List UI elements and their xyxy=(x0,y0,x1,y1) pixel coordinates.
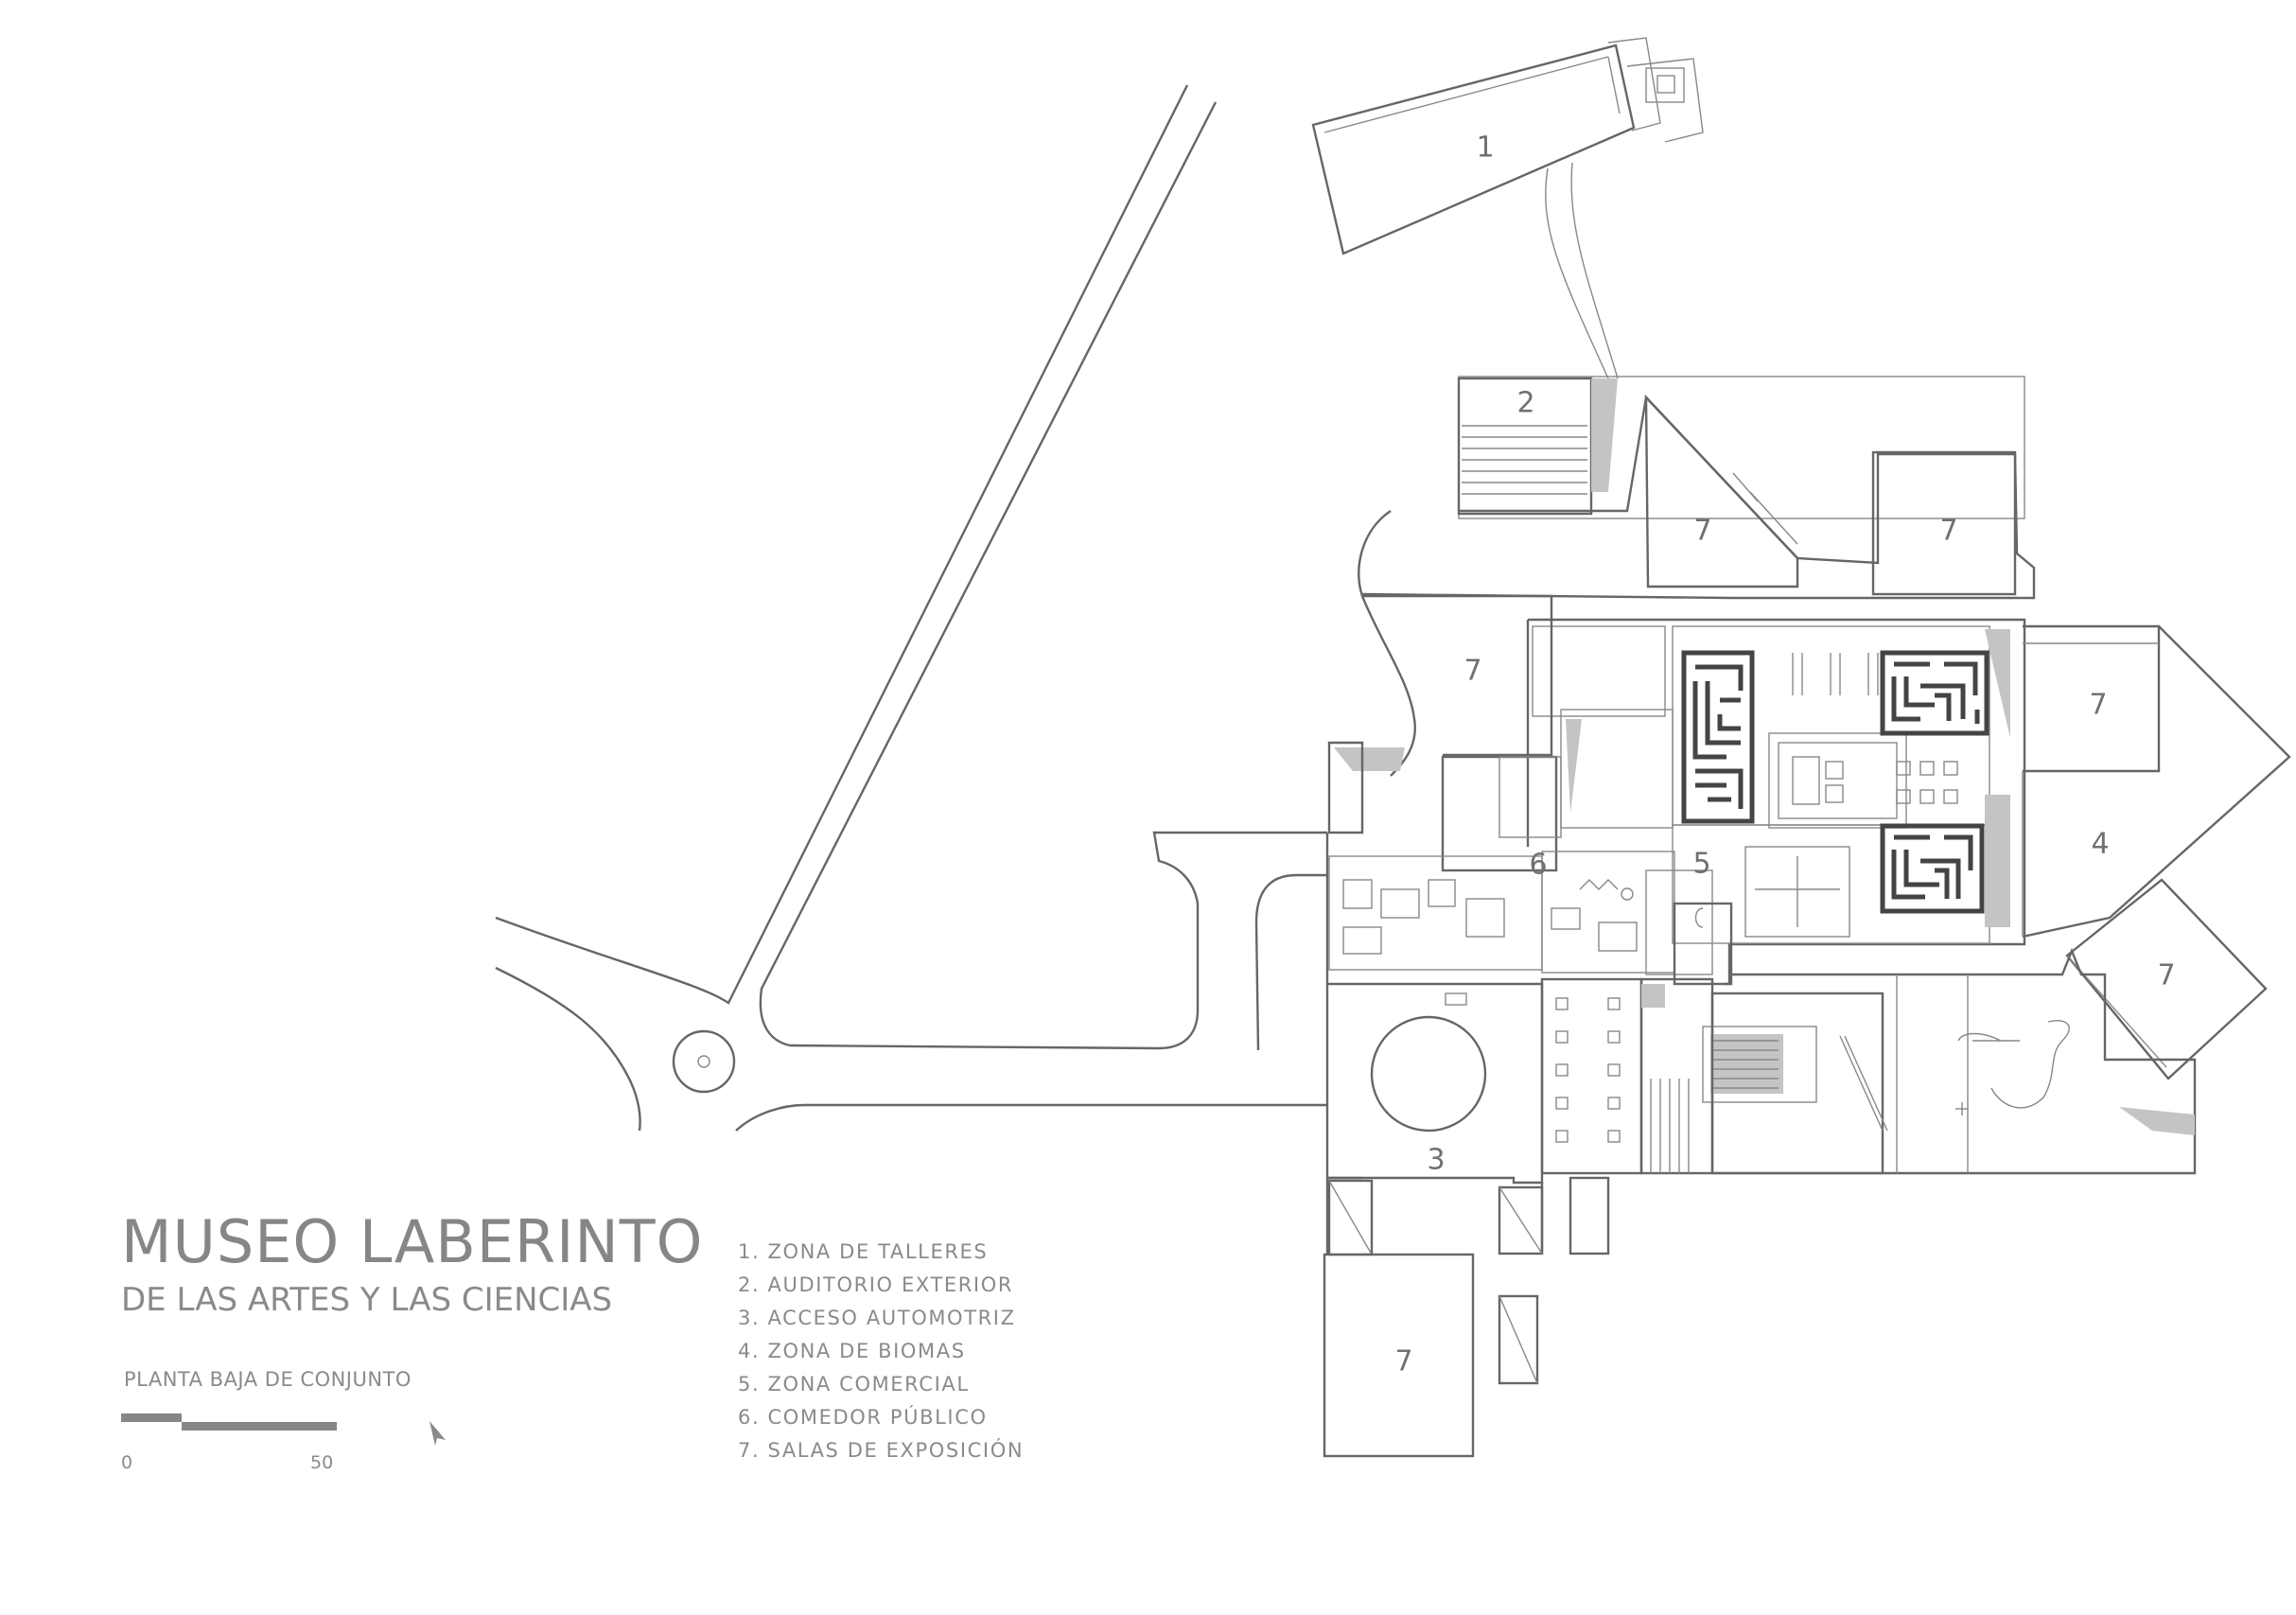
legend-item: 1. ZONA DE TALLERES xyxy=(738,1240,989,1263)
plan-subtitle: PLANTA BAJA DE CONJUNTO xyxy=(124,1368,412,1391)
zone-label-sala-w: 7 xyxy=(1463,655,1481,688)
main-complex-outline xyxy=(1323,394,2291,1458)
zone-label-biomas: 4 xyxy=(2091,828,2109,861)
legend-item: 2. AUDITORIO EXTERIOR xyxy=(738,1273,1014,1296)
zone-label-talleres: 1 xyxy=(1476,132,1494,165)
legend-item: 7. SALAS DE EXPOSICIÓN xyxy=(738,1439,1025,1462)
scale-bar xyxy=(121,1413,337,1432)
maze-nw xyxy=(1681,650,1755,824)
legend-item: 4. ZONA DE BIOMAS xyxy=(738,1340,966,1362)
scale-bar-segment-1 xyxy=(121,1413,182,1422)
zone-label-sala-nw-triangle: 7 xyxy=(1693,515,1711,548)
legend-item: 5. ZONA COMERCIAL xyxy=(738,1373,970,1396)
title-block: MUSEO LABERINTO DE LAS ARTES Y LAS CIENC… xyxy=(121,1207,704,1320)
maze-se xyxy=(1880,823,1985,914)
scale-label-min: 0 xyxy=(121,1452,133,1473)
maze-ne xyxy=(1880,650,1989,736)
museum-subtitle: DE LAS ARTES Y LAS CIENCIAS xyxy=(121,1281,613,1319)
zone-label-acceso: 3 xyxy=(1427,1144,1445,1177)
zone-label-sala-south: 7 xyxy=(1394,1345,1412,1378)
zone-label-sala-ne: 7 xyxy=(1939,515,1957,548)
auditorio-exterior xyxy=(1457,376,2025,519)
legend: 1. ZONA DE TALLERES 2. AUDITORIO EXTERIO… xyxy=(738,1236,1024,1467)
road-network xyxy=(495,84,1327,1132)
building-talleres xyxy=(1311,37,1704,379)
legend-item: 3. ACCESO AUTOMOTRIZ xyxy=(738,1307,1016,1329)
north-arrow-icon xyxy=(429,1421,446,1446)
zone-label-comedor: 6 xyxy=(1529,849,1547,882)
scale-label-max: 50 xyxy=(310,1452,334,1473)
zone-label-comercial: 5 xyxy=(1692,848,1710,881)
zone-label-auditorio: 2 xyxy=(1516,387,1534,420)
scale-bar-segment-2 xyxy=(182,1422,337,1431)
zone-label-sala-se: 7 xyxy=(2157,959,2175,992)
central-courtyard xyxy=(1579,653,1958,938)
legend-item: 6. COMEDOR PÚBLICO xyxy=(738,1406,988,1429)
zone-label-sala-east: 7 xyxy=(2089,689,2107,722)
museum-title: MUSEO LABERINTO xyxy=(121,1207,704,1276)
